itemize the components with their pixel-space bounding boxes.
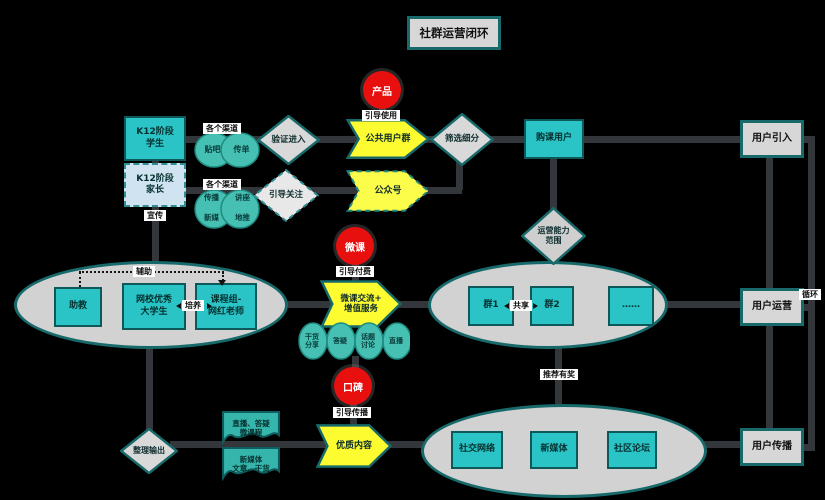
label-publicity: 宣传 xyxy=(144,210,166,222)
channel-lecture: 讲座 xyxy=(235,193,250,203)
loop-stub-middle xyxy=(802,304,812,311)
node-micro-class: 微课 xyxy=(336,227,374,265)
activity-qa: 答疑 xyxy=(333,336,347,345)
arrow-ribbon-icon xyxy=(316,424,392,468)
document-icon xyxy=(221,411,281,445)
node-group-more: …… xyxy=(608,286,654,326)
label-channels-2: 各个渠道 xyxy=(203,179,241,191)
dashed-arrow-ribbon-icon xyxy=(346,170,430,212)
node-k12-parents: K12阶段 家长 xyxy=(124,163,186,207)
channel-flyer: 传单 xyxy=(233,144,250,154)
diagram-title-text: 社群运营闭环 xyxy=(419,26,489,40)
loop-stub-bottom xyxy=(802,444,812,451)
node-assistant: 助教 xyxy=(54,287,102,327)
cloud-icon xyxy=(194,189,260,229)
node-user-spread: 用户传播 xyxy=(740,428,804,466)
purchase-users-text: 购课用户 xyxy=(535,133,572,144)
node-product: 产品 xyxy=(363,71,401,109)
label-referral: 推荐有奖 xyxy=(540,369,578,381)
share-arrow-right-icon xyxy=(533,303,538,309)
connector-operation-to-spread xyxy=(766,324,773,430)
user-intro-text: 用户引入 xyxy=(752,132,792,144)
channel-spread: 传播 xyxy=(204,193,219,203)
connector-intro-to-operation xyxy=(766,156,773,290)
node-verify-entry: 验证进入 xyxy=(257,115,320,165)
channel-ground: 地推 xyxy=(235,213,250,223)
user-spread-text: 用户传播 xyxy=(752,440,792,452)
label-guide-pay: 引导付费 xyxy=(336,266,374,278)
label-channels-1: 各个渠道 xyxy=(203,123,241,135)
connector-clouds-to-wom xyxy=(352,356,359,368)
label-loop: 循环 xyxy=(799,289,821,301)
cloud-icon xyxy=(194,132,260,168)
activity-live: 直播 xyxy=(389,336,403,345)
arrow-ribbon-icon xyxy=(346,119,430,159)
node-community-forum: 社区论坛 xyxy=(607,431,657,469)
node-organize-output: 整理输出 xyxy=(120,428,178,474)
activity-share: 干货 分享 xyxy=(305,332,319,349)
micro-class-text: 微课 xyxy=(345,242,365,254)
diamond-icon xyxy=(257,115,320,165)
node-new-media: 新媒体 xyxy=(530,431,578,469)
exchange-line2: 增值服务 xyxy=(343,304,378,314)
channel-tieba: 贴吧 xyxy=(204,144,221,154)
channel-newmedia: 新媒 xyxy=(204,213,219,223)
loop-stub-top xyxy=(802,136,812,143)
dotted-arrowhead-icon xyxy=(218,280,226,286)
connector-account-to-filter-v xyxy=(456,160,463,190)
connector-ellipse-to-organize xyxy=(146,344,153,432)
doc-new-media: 新媒体 文章、干货 xyxy=(221,447,281,481)
node-guide-follow: 引导关注 xyxy=(253,169,319,222)
guide-follow-text: 引导关注 xyxy=(268,190,303,201)
label-guide-use: 引导使用 xyxy=(362,110,400,122)
k12-parents-line2: 家长 xyxy=(145,185,164,195)
product-text: 产品 xyxy=(372,86,392,98)
filter-segment-text: 筛选细分 xyxy=(444,134,479,145)
cultivate-arrow-right-icon xyxy=(207,303,212,309)
node-k12-students: K12阶段 学生 xyxy=(124,116,186,161)
cloud-channels-2: 传播 讲座 新媒 地推 xyxy=(192,184,262,232)
label-share: 共享 xyxy=(510,300,532,312)
connector-account-to-filter-h xyxy=(424,187,462,194)
exchange-line1: 微课交流+ xyxy=(340,293,382,304)
cloud-channels-1: 贴吧 传单 xyxy=(192,127,262,171)
node-quality-content: 优质内容 xyxy=(316,424,392,468)
label-guide-spread: 引导传播 xyxy=(333,407,371,419)
assistant-text: 助教 xyxy=(68,301,87,312)
cloud-activities: 干货 分享 答疑 话题 讨论 直播 xyxy=(298,320,410,362)
node-user-intro: 用户引入 xyxy=(740,120,804,158)
activity-topic: 话题 讨论 xyxy=(361,332,375,349)
document-icon xyxy=(221,447,281,481)
k12-students-line1: K12阶段 xyxy=(136,127,174,138)
diamond-icon xyxy=(120,428,178,474)
dashed-diamond-icon xyxy=(253,169,319,222)
node-purchase-users: 购课用户 xyxy=(524,119,584,159)
share-arrow-left-icon xyxy=(504,303,509,309)
official-account-text: 公众号 xyxy=(374,185,402,196)
node-official-account: 公众号 xyxy=(346,170,430,212)
node-course-group: 课程组- 网红老师 xyxy=(195,283,257,330)
node-user-operation: 用户运营 xyxy=(740,288,804,326)
user-operation-text: 用户运营 xyxy=(752,300,792,312)
doc-live-qa: 直播、答疑 微课程 xyxy=(221,411,281,445)
diamond-icon xyxy=(430,113,494,166)
public-user-group-text: 公共用户群 xyxy=(365,133,411,144)
diagram-title: 社群运营闭环 xyxy=(407,16,501,50)
cloud-icon xyxy=(298,322,410,360)
label-cultivate: 培养 xyxy=(182,300,204,312)
label-assist: 辅助 xyxy=(133,266,155,278)
cultivate-arrow-left-icon xyxy=(176,303,181,309)
diamond-icon xyxy=(521,207,586,265)
node-group-1: 群1 xyxy=(468,286,514,326)
verify-entry-text: 验证进入 xyxy=(271,134,306,145)
k12-students-line2: 学生 xyxy=(145,138,164,149)
node-word-of-mouth: 口碑 xyxy=(334,367,372,405)
node-public-user-group: 公共用户群 xyxy=(346,119,430,159)
dotted-assist-up xyxy=(79,272,81,287)
k12-parents-line1: K12阶段 xyxy=(136,173,174,184)
dotted-assist-down xyxy=(222,272,224,281)
node-capability-range: 运营能力 范围 xyxy=(521,207,586,265)
node-social-network: 社交网络 xyxy=(451,431,503,469)
node-filter-segment: 筛选细分 xyxy=(430,113,494,166)
